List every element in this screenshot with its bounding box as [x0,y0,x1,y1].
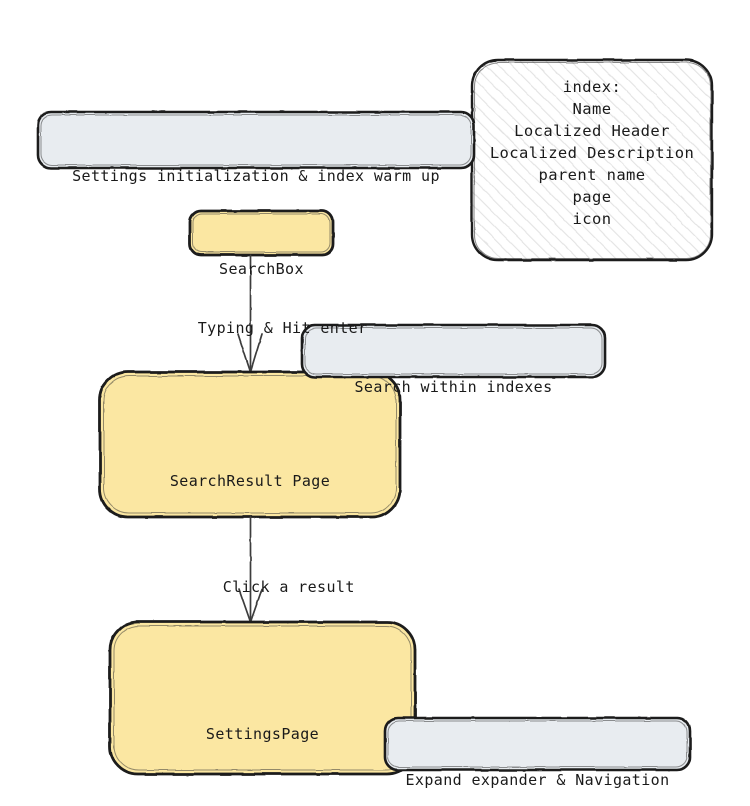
node-searchresult-shape[interactable] [98,370,402,519]
index-box [470,58,714,262]
note-search-shape [300,323,607,379]
note-expand-shape [383,716,692,772]
note-init-shape [36,110,476,170]
node-searchbox-shape[interactable] [188,209,335,257]
edge-click-shape [238,516,263,623]
node-settingspage-shape[interactable] [108,620,417,776]
edge-typing-shape [237,254,263,373]
